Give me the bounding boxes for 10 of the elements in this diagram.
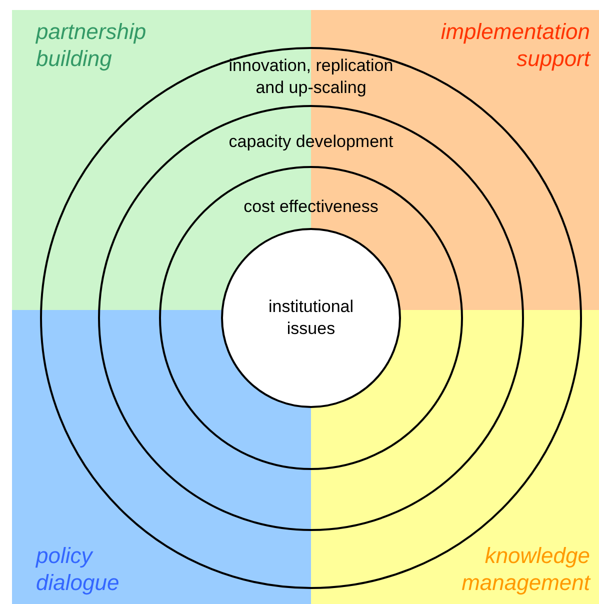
ring-label: innovation, replication and up-scaling <box>228 55 394 99</box>
quadrant-label: policy dialogue <box>36 542 156 596</box>
ring-label: cost effectiveness <box>242 196 380 218</box>
ring-circle <box>159 166 463 470</box>
ring-label: institutional issues <box>267 296 355 340</box>
ring-circle <box>98 105 524 531</box>
quadrant-label: partnership building <box>36 18 206 72</box>
quadrant-label: implementation support <box>420 18 590 72</box>
ring-label: capacity development <box>228 131 394 153</box>
quadrant-label: knowledge management <box>420 542 590 596</box>
